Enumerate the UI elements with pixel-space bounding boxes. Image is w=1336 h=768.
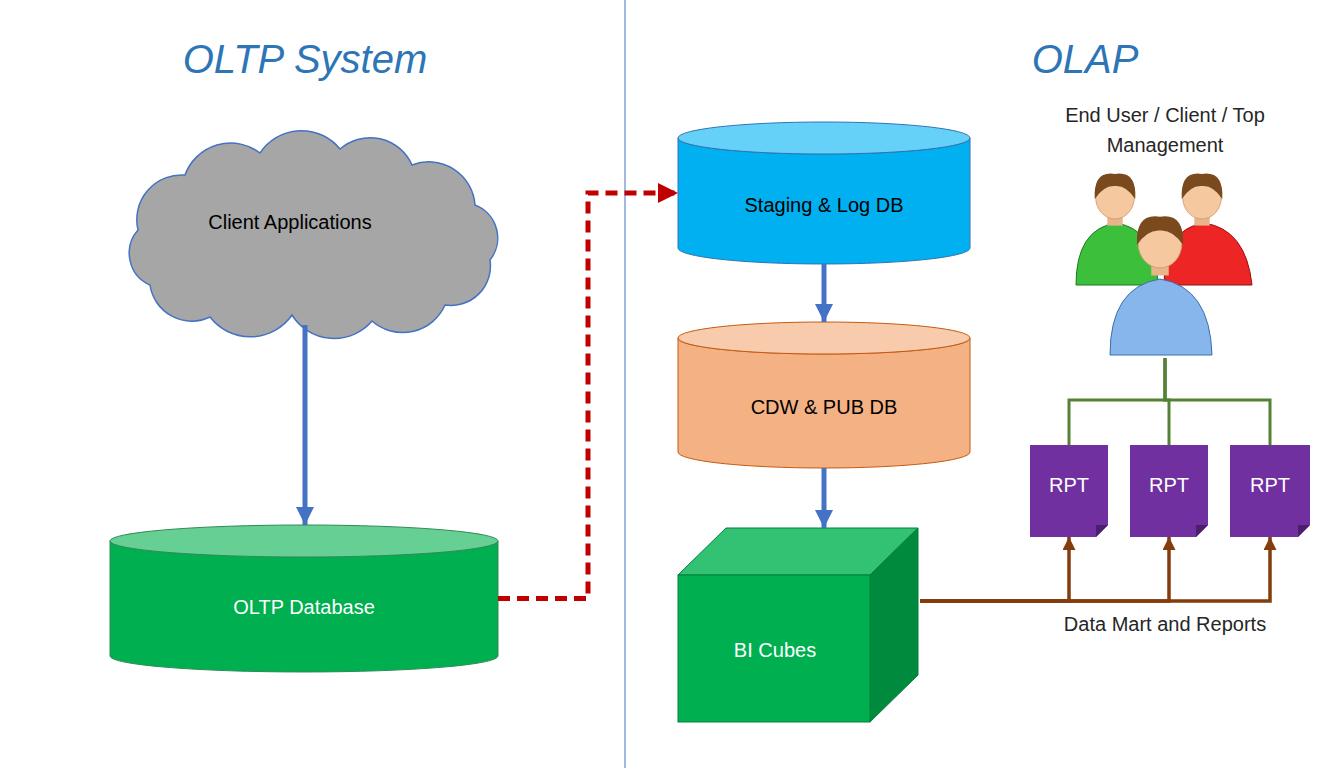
database-cylinder: Staging & Log DB (678, 122, 970, 264)
database-cylinder-outline (678, 322, 970, 468)
cylinder-top (678, 322, 970, 354)
cylinder-body (678, 138, 970, 264)
person-hair (1137, 216, 1183, 245)
report-fold (1196, 525, 1208, 537)
user-group: End User / Client / Top Management (1060, 100, 1270, 358)
node-label: End User / Client / Top Management (1060, 100, 1270, 160)
report-sheet (1230, 445, 1310, 537)
flow-connector (1069, 358, 1165, 445)
flow-caption: Data Mart and Reports (1020, 612, 1310, 637)
node-label: RPT (1250, 472, 1290, 498)
node-label: RPT (1149, 472, 1189, 498)
flow-connector (920, 537, 1169, 601)
cube-side (870, 528, 918, 722)
node-label: OLTP Database (233, 594, 375, 620)
node-label: Staging & Log DB (745, 192, 904, 218)
flow-connector (920, 537, 1069, 601)
section-heading: OLTP System (105, 34, 505, 84)
database-cylinder: OLTP Database (110, 525, 498, 672)
cube-shape: BI Cubes (678, 528, 920, 724)
flow-connector (920, 537, 1270, 601)
database-cylinder: CDW & PUB DB (678, 322, 970, 468)
node-label: Client Applications (208, 209, 371, 235)
report-fold (1096, 525, 1108, 537)
system-divider (625, 0, 626, 768)
section-heading: OLAP (935, 34, 1235, 84)
cloud-shape: Client Applications (110, 135, 500, 325)
report-sheet (1030, 445, 1108, 537)
database-cylinder-outline (678, 122, 970, 264)
cylinder-body (110, 541, 498, 672)
report-fold (1298, 525, 1310, 537)
flow-connector (498, 193, 678, 599)
report-doc: RPT (1130, 445, 1208, 537)
cube-shape-outline (678, 528, 920, 724)
flow-connector (1165, 358, 1169, 445)
cylinder-top (678, 122, 970, 154)
report-sheet (1130, 445, 1208, 537)
person-hair (1182, 174, 1223, 199)
node-label: BI Cubes (734, 637, 816, 663)
node-label: RPT (1049, 472, 1089, 498)
flow-connector (822, 468, 827, 528)
node-label: CDW & PUB DB (751, 394, 898, 420)
flow-connector (1165, 358, 1270, 445)
report-doc: RPT (1030, 445, 1108, 537)
cloud-outline (129, 131, 497, 339)
person-hair (1095, 174, 1136, 199)
cylinder-body (678, 338, 970, 468)
person-body (1110, 279, 1212, 355)
flow-connector (822, 264, 827, 322)
flow-connector (303, 325, 308, 525)
cube-front (678, 575, 870, 722)
report-doc: RPT (1230, 445, 1310, 537)
cylinder-top (110, 525, 498, 557)
people-illustration (1060, 165, 1270, 357)
